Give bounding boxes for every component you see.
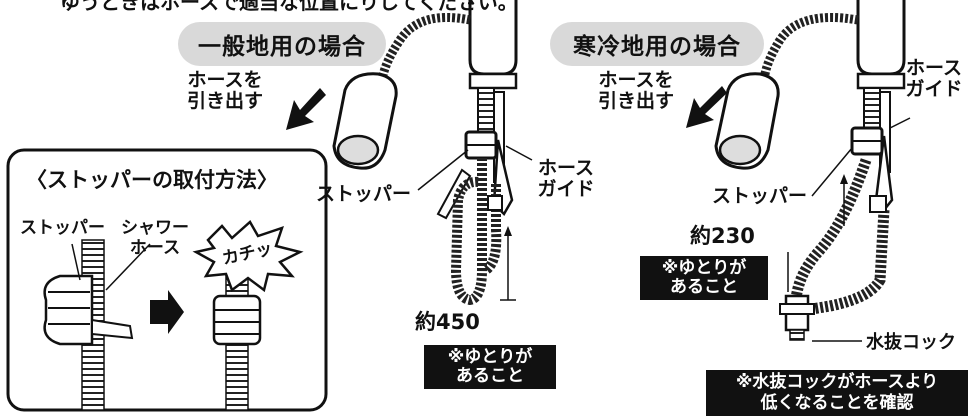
stopper-box-drawings	[43, 220, 304, 411]
drain-cock-note: ※水抜コックがホースより低くなることを確認	[706, 370, 968, 416]
general-faucet-drawing	[332, 0, 533, 306]
drain-cock-label: 水抜コック	[866, 332, 956, 353]
cold-stopper-label: ストッパー	[712, 185, 808, 207]
cold-dimension-label: 約230	[690, 224, 755, 248]
pull-arrow-cold	[686, 86, 727, 128]
cold-title: 寒冷地用の場合	[550, 22, 764, 66]
general-stopper-label: ストッパー	[316, 183, 412, 205]
pull-arrow-general	[286, 88, 326, 130]
general-title: 一般地用の場合	[178, 22, 386, 66]
cold-pull-hose-label: ホースを引き出す	[597, 69, 674, 112]
general-hose-guide-label: ホースガイド	[537, 157, 595, 200]
cold-slack-note: ※ゆとりがあること	[640, 256, 768, 300]
cold-faucet-drawing	[714, 0, 911, 342]
click-burst	[192, 220, 304, 293]
cold-hose-guide-label: ホースガイド	[905, 57, 963, 100]
next-step-arrow	[150, 290, 184, 334]
general-dimension-label: 約450	[415, 310, 480, 334]
general-pull-hose-label: ホースを引き出す	[186, 69, 263, 112]
general-slack-note: ※ゆとりがあること	[424, 345, 556, 389]
stopper-box-title: 〈ストッパーの取付方法〉	[26, 168, 278, 192]
stopper-box-shower-hose-label: シャワーホース	[121, 218, 189, 258]
stopper-box-stopper-label: ストッパー	[20, 218, 105, 238]
header-text: ゆうときはホースで適当な位置にりしてください。	[60, 0, 518, 14]
